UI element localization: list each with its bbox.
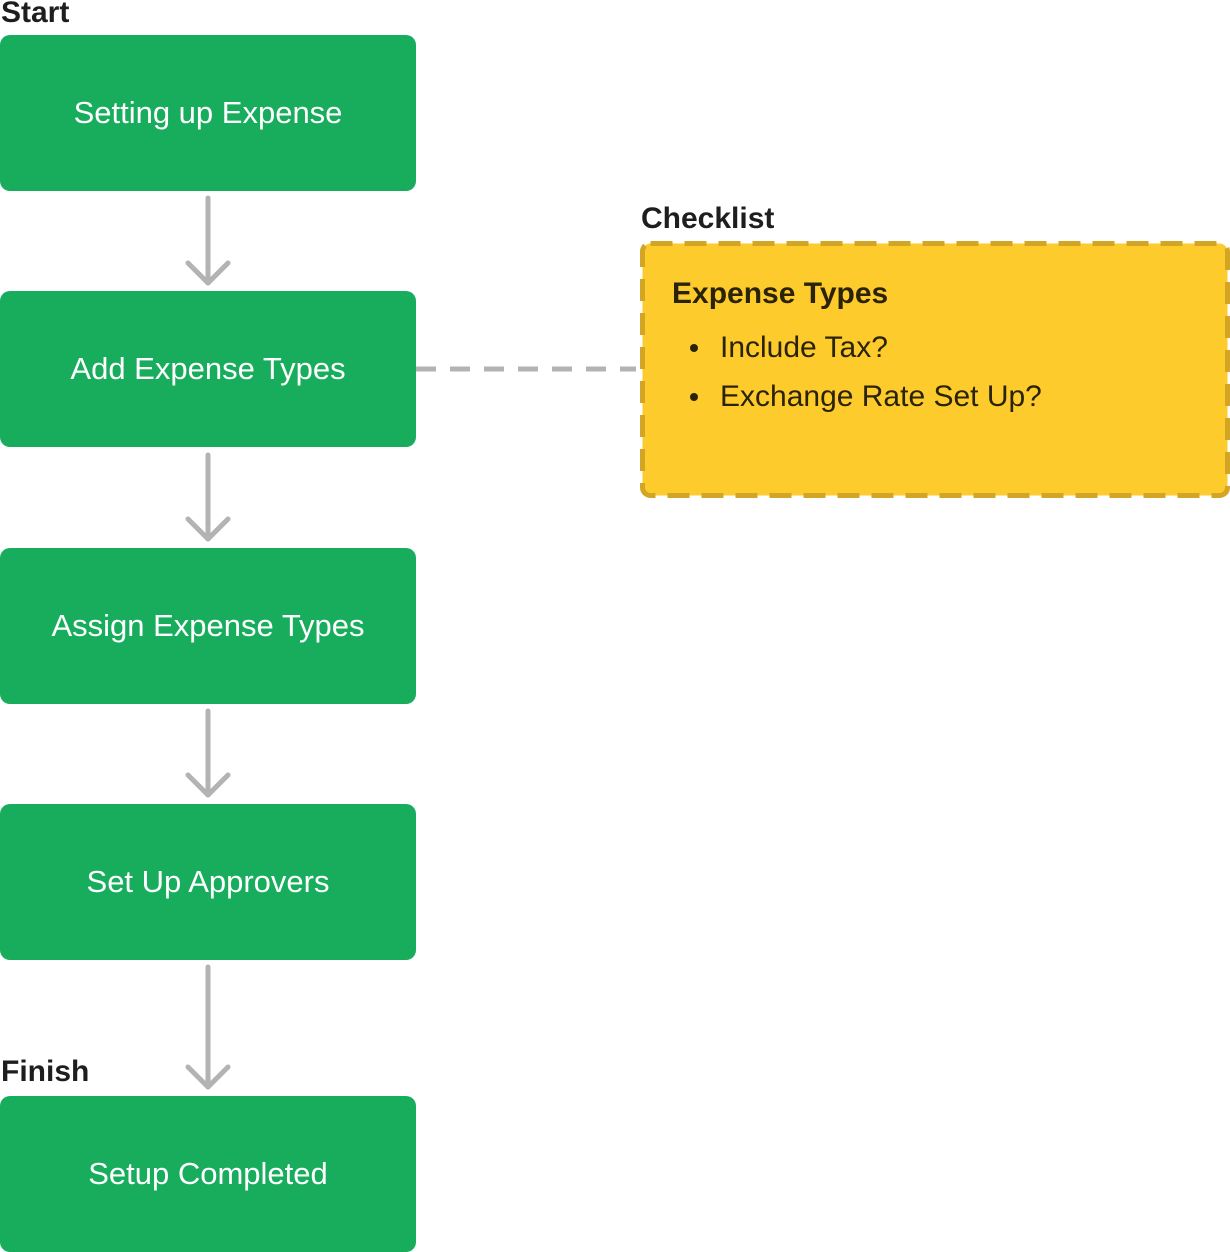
checklist-item: Exchange Rate Set Up? (672, 372, 1042, 421)
step-add-expense-types: Add Expense Types (0, 291, 416, 447)
step-setting-up-expense: Setting up Expense (0, 35, 416, 191)
checklist-note: Expense Types Include Tax? Exchange Rate… (640, 241, 1230, 498)
arrow-2 (185, 452, 231, 542)
finish-label: Finish (1, 1055, 90, 1088)
step-assign-expense-types: Assign Expense Types (0, 548, 416, 704)
bullet-icon (690, 393, 698, 401)
checklist-item-label: Exchange Rate Set Up? (720, 380, 1042, 413)
checklist-list: Include Tax? Exchange Rate Set Up? (672, 323, 1042, 421)
step-setup-completed: Setup Completed (0, 1096, 416, 1252)
checklist-item-label: Include Tax? (720, 331, 888, 364)
checklist-label: Checklist (641, 202, 775, 235)
step-label: Add Expense Types (70, 351, 346, 386)
step-label: Set Up Approvers (86, 864, 330, 899)
step-set-up-approvers: Set Up Approvers (0, 804, 416, 960)
arrow-4 (185, 964, 231, 1090)
step-label: Setting up Expense (73, 95, 343, 130)
checklist-box (640, 241, 1230, 498)
arrow-3 (185, 708, 231, 798)
step-label: Assign Expense Types (51, 608, 365, 643)
checklist-heading: Expense Types (672, 277, 889, 310)
step-label: Setup Completed (88, 1156, 328, 1191)
checklist-item: Include Tax? (672, 323, 1042, 372)
checklist-content: Expense Types Include Tax? Exchange Rate… (672, 279, 1042, 421)
start-label: Start (1, 0, 70, 29)
arrow-1 (185, 195, 231, 286)
bullet-icon (690, 344, 698, 352)
